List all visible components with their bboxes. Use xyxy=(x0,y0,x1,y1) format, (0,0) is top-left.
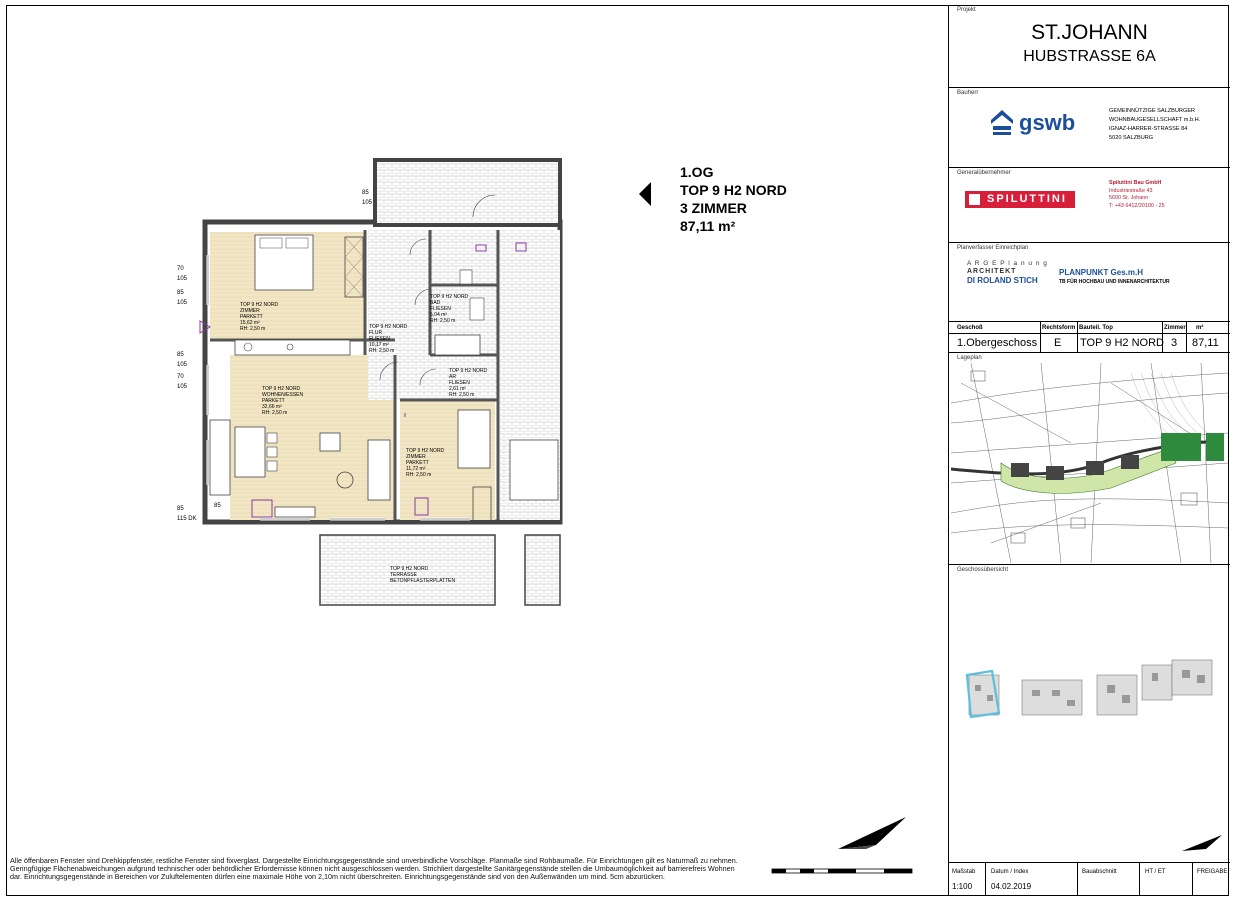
unit-name: TOP 9 H2 NORD xyxy=(680,182,787,198)
architect-name: DI ROLAND STICH xyxy=(967,276,1038,285)
rechtsform-value: E xyxy=(1054,337,1062,349)
gswb-logo-text: gswb xyxy=(1019,110,1076,135)
dimension-column-left: 70 105 85 105 85 105 70 105 xyxy=(177,266,188,390)
unit-area: 87,11 m² xyxy=(680,218,736,234)
spiluttini-logo: SPILUTTINI xyxy=(965,191,1075,208)
scale-value: 1:100 xyxy=(952,882,973,891)
top-value: TOP 9 H2 NORD xyxy=(1080,337,1164,349)
floor-overview-drawing xyxy=(965,659,1213,719)
title-block: Projekt ST.JOHANN HUBSTRASSE 6A Bauherr … xyxy=(948,5,1230,896)
unit-rooms: 3 ZIMMER xyxy=(680,200,747,216)
bauherr-section: Bauherr gswb GEMEINNÜTZIGE SALZBURGER WO… xyxy=(949,88,1230,168)
room-label-wohnen-essen: TOP 9 H2 NORD WOHNEN/ESSEN PARKETT 32,66… xyxy=(262,386,304,416)
project-title: ST.JOHANN xyxy=(1031,21,1148,44)
room-label-ar: TOP 9 H2 NORD AR FLIESEN 2,61 m² RH: 2,5… xyxy=(449,368,488,398)
dimension-label: 85 xyxy=(214,503,221,509)
scale-bar xyxy=(771,868,913,874)
unit-table: Geschoß Rechtsform Bauteil. Top Zimmer m… xyxy=(949,322,1230,353)
gswb-logo-icon xyxy=(991,110,1013,135)
project-address: HUBSTRASSE 6A xyxy=(1023,48,1156,65)
planer-section: Planverfasser Einreichplan A R G E P l a… xyxy=(949,243,1230,322)
footer-section: Maßstab 1:100 Datum / Index 04.02.2019 B… xyxy=(949,863,1230,896)
uebersicht-section: Geschossübersicht xyxy=(949,565,1230,863)
room-label-flur: TOP 9 H2 NORD FLUR FLIESEN 10,17 m² RH: … xyxy=(369,324,408,354)
north-arrow-small-icon xyxy=(1182,835,1222,851)
lageplan-section: Lageplan xyxy=(949,353,1230,565)
planpunkt-name: PLANPUNKT Ges.m.H xyxy=(1059,268,1144,277)
current-unit-highlight xyxy=(965,669,1001,719)
plan-notes: Alle öffenbaren Fenster sind Drehkippfen… xyxy=(10,856,738,882)
orientation-arrow-icon xyxy=(639,182,651,206)
geschoss-value: 1.Obergeschoss xyxy=(957,337,1038,349)
dimension-top: 85 105 xyxy=(362,190,373,206)
gu-section: Generalübernehmer SPILUTTINI Spiluttini … xyxy=(949,168,1230,243)
sheet-frame xyxy=(6,5,1229,896)
dimension-bottom-left: 85 115 DK xyxy=(177,506,197,522)
north-arrow-icon xyxy=(838,817,906,849)
gu-address: Spiluttini Bau GmbH Industriestraße 43 5… xyxy=(1109,180,1165,209)
project-section: Projekt ST.JOHANN HUBSTRASSE 6A xyxy=(949,5,1230,88)
room-label-bad: TOP 9 H2 NORD BAD FLIESEN 5,04 m² RH: 2,… xyxy=(430,294,469,324)
unit-floor: 1.OG xyxy=(680,164,714,180)
room-label-terrasse: TOP 9 H2 NORD TERRASSE BETONPFLASTERPLAT… xyxy=(390,566,456,584)
bauherr-address: GEMEINNÜTZIGE SALZBURGER WOHNBAUGESELLSC… xyxy=(1109,108,1201,141)
spiluttini-logo-icon xyxy=(969,194,980,205)
date-value: 04.02.2019 xyxy=(991,882,1032,891)
room-label-zimmer-1: TOP 9 H2 NORD ZIMMER PARKETT 15,62 m² RH… xyxy=(240,302,279,332)
unit-info: 1.OG TOP 9 H2 NORD 3 ZIMMER 87,11 m² xyxy=(680,163,787,235)
floor-plan xyxy=(199,158,563,606)
room-label-zimmer-2: TOP 9 H2 NORD ZIMMER PARKETT 11,72 m² RH… xyxy=(406,448,445,478)
site-plan-map xyxy=(951,363,1228,563)
zimmer-value: 3 xyxy=(1171,337,1178,349)
m2-value: 87,11 xyxy=(1192,337,1219,349)
